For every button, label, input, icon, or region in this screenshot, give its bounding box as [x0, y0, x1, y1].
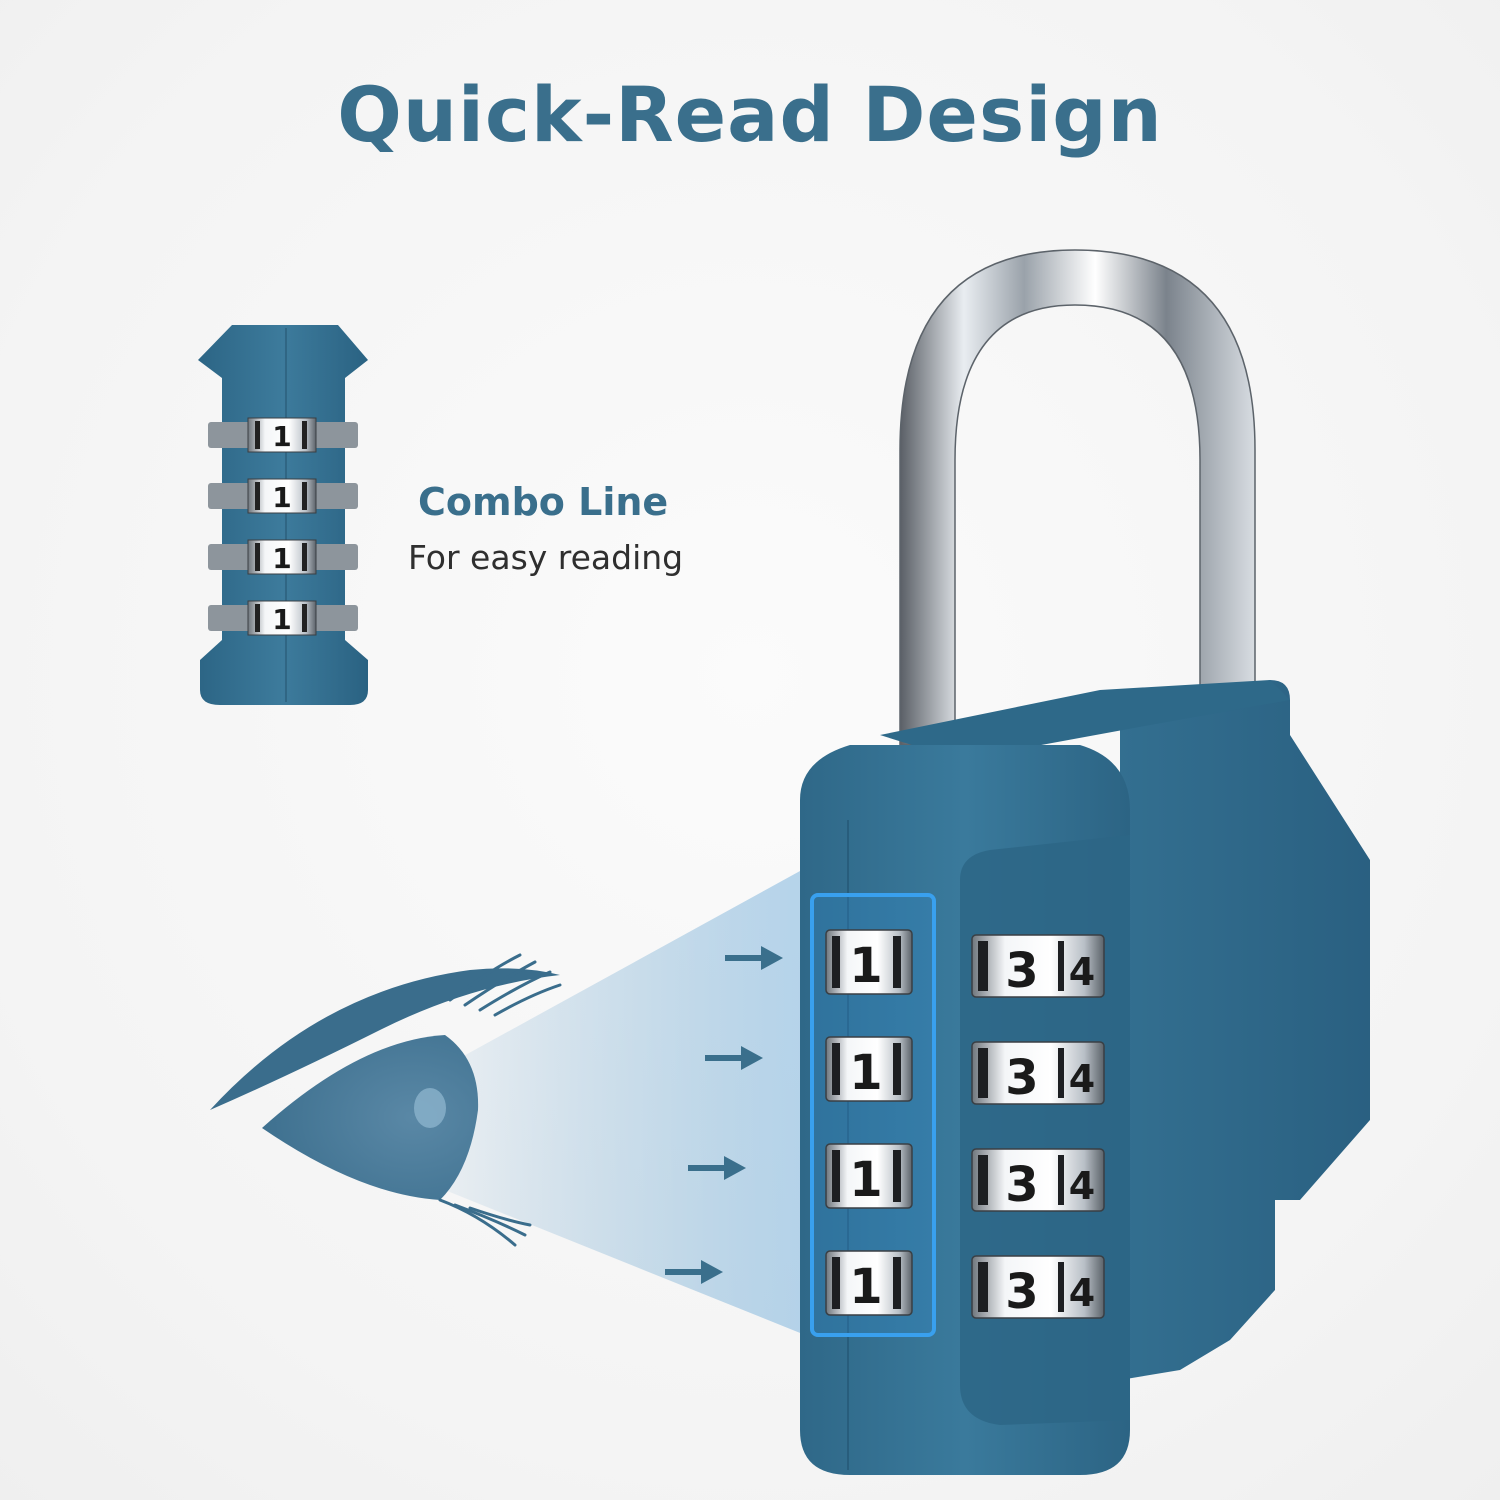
cylinder-digit: 1 [272, 603, 291, 636]
cylinder-digit: 1 [272, 481, 291, 514]
cylinder-digit: 1 [272, 542, 291, 575]
eye-icon [210, 953, 562, 1247]
side-digit: 3 [1005, 1050, 1038, 1106]
front-dial[interactable]: 1 [825, 1143, 913, 1209]
edge-digit: 4 [1069, 1271, 1095, 1315]
cylinder-dial: 1 [208, 600, 358, 636]
side-digit: 3 [1005, 1264, 1038, 1320]
arrow-right-icon [665, 946, 783, 1284]
cylinder-dial: 1 [208, 417, 358, 453]
cylinder-diagram-icon: 1 1 1 1 [198, 325, 368, 705]
sight-beam [420, 860, 830, 1345]
edge-digit: 4 [1069, 1057, 1095, 1101]
page-title: Quick-Read Design [337, 70, 1163, 159]
front-digit: 1 [849, 1152, 882, 1208]
callout-subtitle: For easy reading [408, 538, 684, 577]
side-digit: 3 [1005, 943, 1038, 999]
cylinder-dial: 1 [208, 539, 358, 575]
cylinder-dial: 1 [208, 478, 358, 514]
side-digit: 3 [1005, 1157, 1038, 1213]
edge-digit: 4 [1069, 950, 1095, 994]
front-dial[interactable]: 1 [825, 1036, 913, 1102]
combo-line-highlight [810, 893, 936, 1337]
front-dial[interactable]: 1 [825, 1250, 913, 1316]
callout-title: Combo Line [418, 480, 669, 524]
front-digit: 1 [849, 1045, 882, 1101]
front-digit: 1 [849, 1259, 882, 1315]
front-digit: 1 [849, 938, 882, 994]
front-dials: 1 1 1 1 [825, 929, 913, 1316]
edge-digit: 4 [1069, 1164, 1095, 1208]
cylinder-digit: 1 [272, 420, 291, 453]
front-dial[interactable]: 1 [825, 929, 913, 995]
